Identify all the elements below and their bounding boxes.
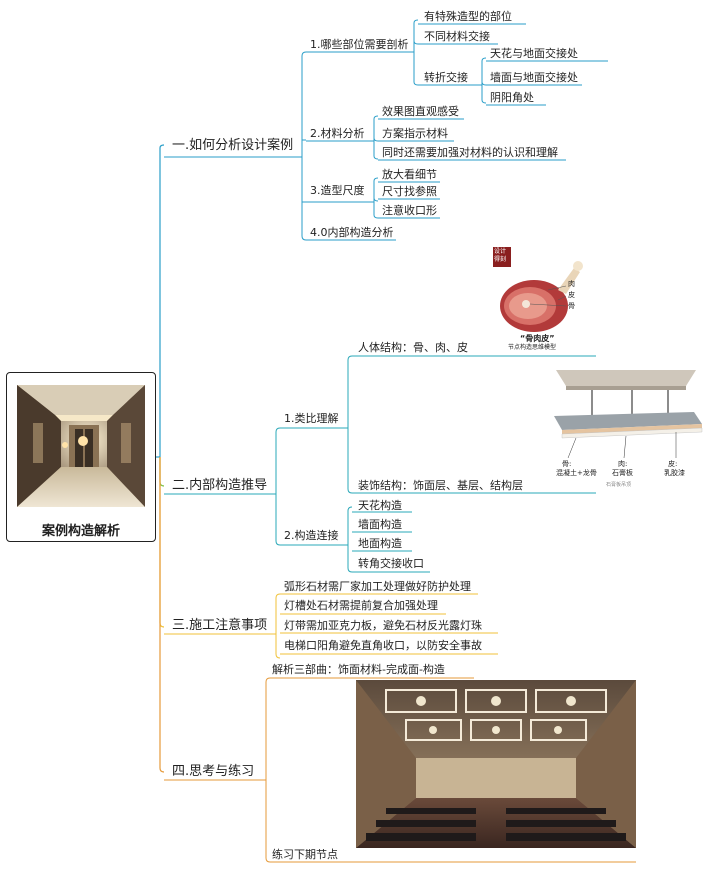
b4-item-2: 练习下期节点	[272, 848, 338, 861]
root-node: 案例构造解析	[6, 372, 156, 542]
ceiling-label-2-text: 石膏板	[612, 469, 633, 477]
b3-item-4: 电梯口阳角避免直角收口，以防安全事故	[284, 639, 482, 652]
branch-1-label: 一.如何分析设计案例	[172, 138, 294, 153]
b3-item-3: 灯带需加亚克力板，避免石材反光露灯珠	[284, 619, 482, 632]
ceiling-label-3-head: 皮:	[668, 460, 678, 468]
root-title: 案例构造解析	[41, 524, 120, 539]
ham-subcaption: 节点构造思维模型	[508, 344, 557, 351]
b1-s2-item-2: 方案指示材料	[382, 127, 448, 140]
ham-label-3: 骨	[568, 302, 575, 310]
ceiling-structure-image: 骨: 混凝土+龙骨 肉: 石膏板 皮: 乳胶漆 石膏板吊顶	[536, 362, 708, 492]
b1-s4-label: 4.0内部构造分析	[310, 226, 394, 239]
b1-s2-item-3: 同时还需要加强对材料的认识和理解	[382, 146, 558, 159]
b1-s2-item-1: 效果图直观感受	[382, 105, 459, 118]
b2-s2-item-3: 地面构造	[358, 537, 402, 550]
b1-turn-item-2: 墙面与地面交接处	[490, 71, 578, 84]
b1-turn-item-3: 阴阳角处	[490, 91, 534, 104]
b1-s3-item-2: 尺寸找参照	[382, 185, 437, 198]
ceiling-label-2-head: 肉:	[618, 460, 628, 468]
ham-label-1: 肉	[568, 280, 575, 288]
b2-s2-item-1: 天花构造	[358, 499, 402, 512]
ham-caption: “骨肉皮”	[520, 334, 555, 343]
b1-turn-label: 转折交接	[424, 71, 468, 84]
b1-s1-item-2: 不同材料交接	[424, 30, 490, 43]
b1-s2-label: 2.材料分析	[310, 127, 365, 140]
b3-item-2: 灯槽处石材需提前复合加强处理	[284, 599, 438, 612]
b1-turn-item-1: 天花与地面交接处	[490, 47, 578, 60]
branch-4-label: 四.思考与练习	[172, 764, 255, 779]
b2-s2-item-4: 转角交接收口	[358, 557, 424, 570]
banquet-hall-image	[356, 680, 636, 848]
ceiling-footnote: 石膏板吊顶	[606, 482, 632, 488]
b3-item-1: 弧形石材需厂家加工处理做好防护处理	[284, 580, 471, 593]
b4-item-1: 解析三部曲：饰面材料-完成面-构造	[272, 663, 445, 676]
ham-badge-2: 得刻	[494, 256, 507, 263]
b2-body-structure: 人体结构：骨、肉、皮	[358, 341, 468, 354]
b1-s3-label: 3.造型尺度	[310, 184, 365, 197]
ham-label-2: 皮	[568, 291, 575, 299]
b1-s1-item-1: 有特殊造型的部位	[424, 10, 512, 23]
ham-badge-1: 设计	[494, 248, 507, 255]
b2-s2-item-2: 墙面构造	[358, 518, 402, 531]
b1-s1-label: 1.哪些部位需要剖析	[310, 38, 409, 51]
branch-3-label: 三.施工注意事项	[172, 618, 268, 633]
b1-s3-item-1: 放大看细节	[382, 168, 437, 181]
branch-2-label: 二.内部构造推导	[172, 478, 268, 493]
b2-deco-structure: 装饰结构：饰面层、基层、结构层	[358, 479, 523, 492]
b1-s3-item-3: 注意收口形	[382, 204, 437, 217]
lobby-image	[17, 385, 145, 507]
ceiling-label-3-text: 乳胶漆	[664, 469, 685, 477]
ham-model-image: 设计 得刻 肉 皮 骨 “骨肉皮” 节点构造思维模型	[490, 244, 596, 354]
ceiling-label-1-text: 混凝土+龙骨	[556, 469, 597, 477]
b2-s1-label: 1.类比理解	[284, 412, 339, 425]
ceiling-label-1-head: 骨:	[562, 460, 572, 468]
b2-s2-label: 2.构造连接	[284, 529, 339, 542]
